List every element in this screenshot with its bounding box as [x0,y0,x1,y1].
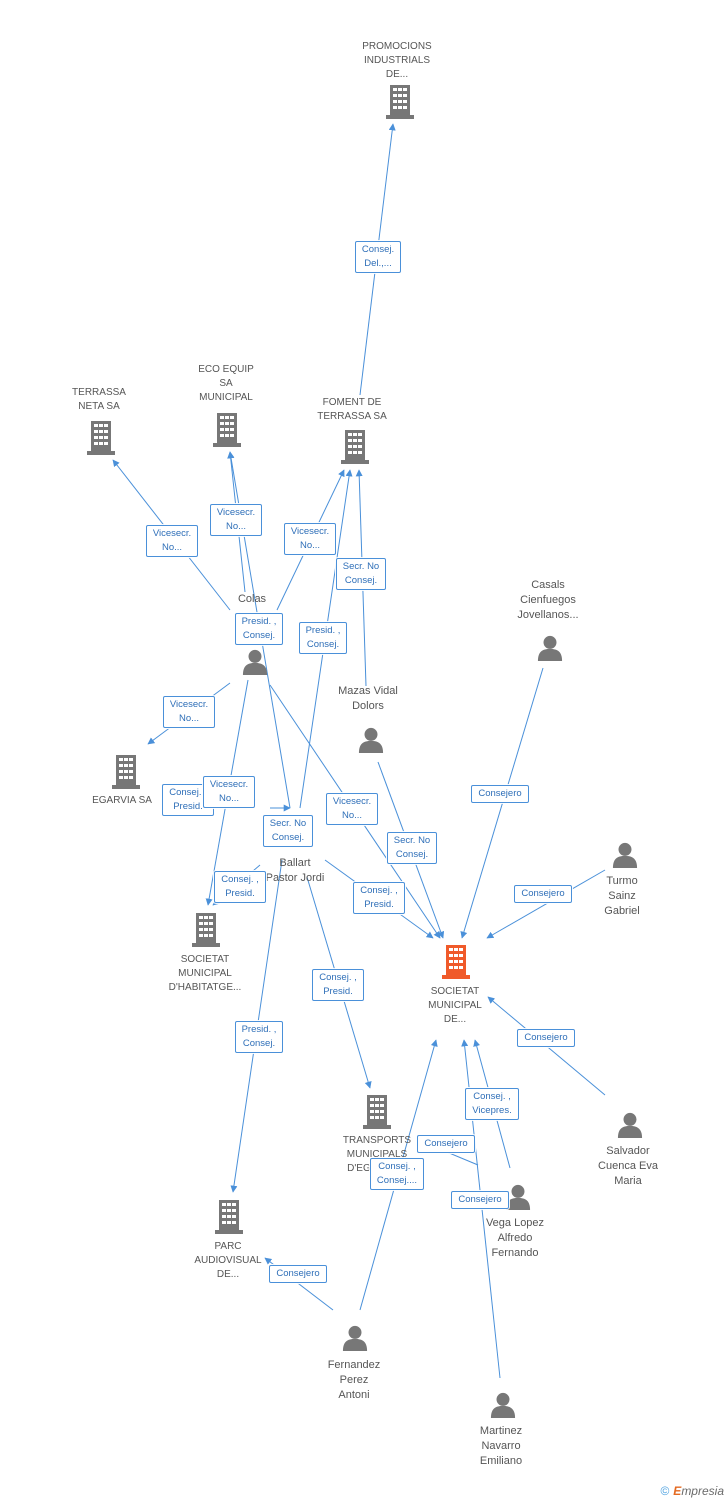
person-icon-martinez[interactable] [490,1392,516,1418]
edge-label-21[interactable]: Consejero [417,1135,475,1153]
edge-label-9[interactable]: Vicesecr. No... [202,776,256,808]
edge-label-24[interactable]: Consejero [269,1265,327,1283]
edge-label-19[interactable]: Consejero [517,1029,575,1047]
node-label-fernandez[interactable]: Fernandez Perez Antoni [327,1359,381,1401]
building-icon-eco_equip[interactable] [213,413,241,447]
node-label-terrassa_neta[interactable]: TERRASSA NETA SA [72,387,126,412]
edge-label-13[interactable]: Consej. , Presid. [353,882,405,914]
person-icon-turmo[interactable] [612,842,638,868]
node-label-turmo[interactable]: Turmo Sainz Gabriel [604,875,640,917]
node-label-casals[interactable]: Casals Cienfuegos Jovellanos... [517,579,579,621]
node-label-egarvia[interactable]: EGARVIA SA [92,795,152,806]
node-label-smh[interactable]: SOCIETAT MUNICIPAL D'HABITATGE... [168,954,242,993]
edge-line-16 [486,869,606,939]
edge-label-7[interactable]: Vicesecr. No... [162,696,216,728]
edge-label-14[interactable]: Consej. , Presid. [214,871,266,903]
person-icon-mazas[interactable] [358,727,384,753]
edge-label-6[interactable]: Presid. , Consej. [298,622,348,654]
edge-label-4[interactable]: Secr. No Consej. [335,558,387,590]
node-label-salvador[interactable]: Salvador Cuenca Eva Maria [598,1145,658,1187]
person-icon-colas[interactable] [242,649,268,675]
node-label-eco_equip[interactable]: ECO EQUIP SA MUNICIPAL [198,364,254,403]
edge-label-22[interactable]: Consej. , Consej.... [369,1158,425,1190]
node-label-focus[interactable]: SOCIETAT MUNICIPAL DE... [428,986,482,1025]
edge-label-16[interactable]: Consejero [514,885,572,903]
edge-label-12[interactable]: Secr. No Consej. [386,832,438,864]
copyright-symbol: © [660,1484,670,1498]
edge-label-3[interactable]: Vicesecr. No... [283,523,337,555]
person-icon-salvador[interactable] [617,1112,643,1138]
node-label-ballart[interactable]: Ballart Pastor Jordi [265,857,325,884]
building-icon-focus[interactable] [442,945,470,979]
edge-label-0[interactable]: Consej. Del.,... [354,241,402,273]
building-icon-transports[interactable] [363,1095,391,1129]
edge-label-11[interactable]: Vicesecr. No... [325,793,379,825]
building-icon-smh[interactable] [192,913,220,947]
building-icon-parc[interactable] [215,1200,243,1234]
building-icon-foment[interactable] [341,430,369,464]
edge-label-23[interactable]: Consejero [451,1191,509,1209]
node-label-foment[interactable]: FOMENT DE TERRASSA SA [317,397,387,422]
node-label-vega[interactable]: Vega Lopez Alfredo Fernando [485,1217,545,1259]
brand-footer: ©Empresia [660,1484,724,1498]
building-icon-promocions[interactable] [386,85,414,119]
node-label-colas[interactable]: Colas [237,593,267,605]
edge-label-20[interactable]: Consej. , Vicepres. [465,1088,519,1120]
building-icon-egarvia[interactable] [112,755,140,789]
edge-line-15 [460,667,544,939]
edge-label-2[interactable]: Vicesecr. No... [209,504,263,536]
person-icon-casals[interactable] [537,635,563,661]
person-icon-fernandez[interactable] [342,1325,368,1351]
brand-logo-text: mpresia [681,1484,724,1498]
building-icon-terrassa_neta[interactable] [87,421,115,455]
edge-label-17[interactable]: Consej. , Presid. [312,969,364,1001]
edge-label-1[interactable]: Vicesecr. No... [145,525,199,557]
node-label-mazas[interactable]: Mazas Vidal Dolors [338,685,398,712]
node-label-promocions[interactable]: PROMOCIONS INDUSTRIALS DE... [362,41,432,80]
edge-label-18[interactable]: Presid. , Consej. [234,1021,284,1053]
brand-logo-letter: E [673,1484,682,1498]
node-label-martinez[interactable]: Martinez Navarro Emiliano [479,1425,523,1467]
person-icon-vega[interactable] [505,1184,531,1210]
edge-label-10[interactable]: Secr. No Consej. [262,815,314,847]
edges-layer [112,123,606,1379]
edge-label-15[interactable]: Consejero [471,785,529,803]
node-label-parc[interactable]: PARC AUDIOVISUAL DE... [194,1241,262,1280]
edge-label-5[interactable]: Presid. , Consej. [234,613,284,645]
